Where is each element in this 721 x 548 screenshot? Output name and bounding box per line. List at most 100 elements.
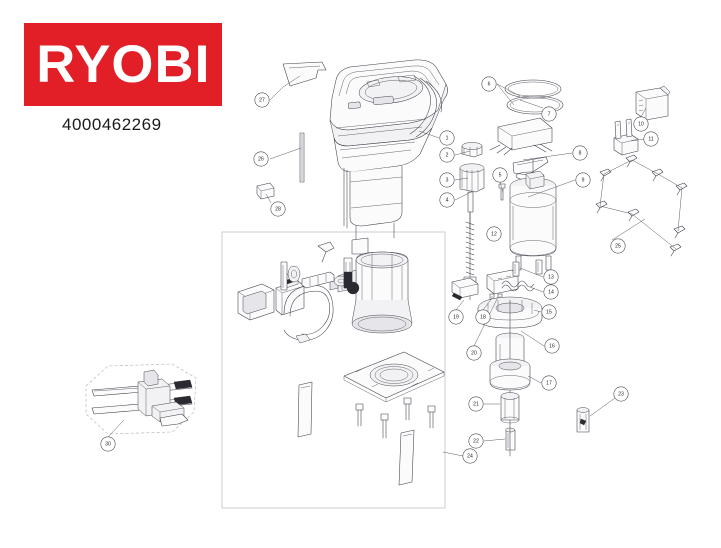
callout-9[interactable]: 9 bbox=[575, 172, 591, 188]
part-14-coil-spring bbox=[501, 280, 535, 292]
callout-bubble[interactable] bbox=[613, 386, 629, 402]
callout-8[interactable]: 8 bbox=[572, 145, 588, 161]
base-motor-cradle bbox=[329, 251, 413, 334]
callout-bubble[interactable] bbox=[475, 309, 491, 325]
callout-bubble[interactable] bbox=[468, 396, 484, 412]
callout-bubble[interactable] bbox=[541, 375, 557, 391]
callout-bubble[interactable] bbox=[492, 167, 508, 183]
part-6-7-rings bbox=[504, 79, 564, 115]
callout-19[interactable]: 19 bbox=[448, 309, 464, 325]
callout-label: 27 bbox=[259, 97, 265, 103]
callout-bubble[interactable] bbox=[643, 131, 659, 147]
callout-bubble[interactable] bbox=[439, 192, 455, 208]
callout-label: 13 bbox=[548, 274, 554, 280]
callout-20[interactable]: 20 bbox=[466, 345, 482, 361]
callout-bubble[interactable] bbox=[439, 130, 455, 146]
callout-label: 1 bbox=[446, 135, 449, 141]
callout-16[interactable]: 16 bbox=[544, 338, 560, 354]
part-17-bearing bbox=[489, 358, 531, 391]
callout-23[interactable]: 23 bbox=[613, 386, 629, 402]
callout-bubble[interactable] bbox=[610, 238, 626, 254]
callout-label: 4 bbox=[446, 197, 449, 203]
part-21-bushing bbox=[500, 392, 520, 424]
callout-label: 18 bbox=[480, 314, 486, 320]
callout-bubble[interactable] bbox=[633, 116, 649, 132]
callout-27[interactable]: 27 bbox=[254, 92, 270, 108]
callout-6[interactable]: 6 bbox=[481, 76, 497, 92]
part-23-cutter bbox=[576, 407, 590, 433]
callout-bubble[interactable] bbox=[439, 172, 455, 188]
callout-label: 20 bbox=[471, 350, 477, 356]
callout-label: 12 bbox=[491, 231, 497, 237]
callout-label: 25 bbox=[615, 243, 621, 249]
callout-label: 23 bbox=[618, 391, 624, 397]
callout-bubble[interactable] bbox=[541, 106, 557, 122]
callout-26[interactable]: 26 bbox=[253, 151, 269, 167]
callout-bubble[interactable] bbox=[270, 201, 286, 217]
callout-17[interactable]: 17 bbox=[541, 375, 557, 391]
callout-10[interactable]: 10 bbox=[633, 116, 649, 132]
callout-bubble[interactable] bbox=[448, 309, 464, 325]
callout-28[interactable]: 28 bbox=[270, 201, 286, 217]
part-11-terminal bbox=[613, 118, 639, 156]
callout-bubble[interactable] bbox=[541, 304, 557, 320]
callout-21[interactable]: 21 bbox=[468, 396, 484, 412]
callout-bubble[interactable] bbox=[575, 172, 591, 188]
callout-bubble[interactable] bbox=[543, 284, 559, 300]
callout-bubble[interactable] bbox=[486, 226, 502, 242]
callout-label: 5 bbox=[499, 172, 502, 178]
part-22-pin bbox=[505, 419, 516, 457]
part-27-cover-plate bbox=[282, 61, 327, 87]
callout-24[interactable]: 24 bbox=[462, 448, 478, 464]
callout-bubble[interactable] bbox=[254, 92, 270, 108]
callout-bubble[interactable] bbox=[481, 76, 497, 92]
callout-3[interactable]: 3 bbox=[439, 172, 455, 188]
callout-25[interactable]: 25 bbox=[610, 238, 626, 254]
part-10-connector-block bbox=[635, 85, 671, 121]
callout-label: 9 bbox=[582, 177, 585, 183]
base-assembly-box bbox=[221, 231, 446, 509]
base-front-cover bbox=[237, 283, 275, 321]
callout-label: 22 bbox=[473, 438, 479, 444]
part-7-switch-block bbox=[489, 117, 553, 156]
callout-bubble[interactable] bbox=[100, 436, 116, 452]
router-body-housing bbox=[329, 59, 448, 255]
callout-4[interactable]: 4 bbox=[439, 192, 455, 208]
callout-bubble[interactable] bbox=[468, 433, 484, 449]
callout-bubble[interactable] bbox=[544, 338, 560, 354]
callout-30[interactable]: 30 bbox=[100, 436, 116, 452]
callout-label: 26 bbox=[258, 156, 264, 162]
callout-label: 19 bbox=[453, 314, 459, 320]
callout-15[interactable]: 15 bbox=[541, 304, 557, 320]
callout-label: 3 bbox=[446, 177, 449, 183]
part-25-screw-group bbox=[595, 154, 688, 257]
callout-label: 15 bbox=[546, 309, 552, 315]
callout-12[interactable]: 12 bbox=[486, 226, 502, 242]
callout-layer: 1234567891011121314151617181920212223242… bbox=[100, 76, 659, 464]
callout-label: 21 bbox=[473, 401, 479, 407]
callout-bubble[interactable] bbox=[462, 448, 478, 464]
callout-2[interactable]: 2 bbox=[439, 147, 455, 163]
ryobi-logo: RYOBI bbox=[24, 23, 222, 106]
callout-bubble[interactable] bbox=[439, 147, 455, 163]
callout-label: 14 bbox=[548, 289, 554, 295]
callout-label: 7 bbox=[548, 111, 551, 117]
callout-bubble[interactable] bbox=[572, 145, 588, 161]
callout-22[interactable]: 22 bbox=[468, 433, 484, 449]
callout-bubble[interactable] bbox=[466, 345, 482, 361]
part-26-strip bbox=[299, 132, 305, 183]
callout-label: 11 bbox=[648, 136, 653, 142]
callout-7[interactable]: 7 bbox=[541, 106, 557, 122]
callout-14[interactable]: 14 bbox=[543, 284, 559, 300]
callout-18[interactable]: 18 bbox=[475, 309, 491, 325]
callout-bubble[interactable] bbox=[543, 269, 559, 285]
callout-bubble[interactable] bbox=[253, 151, 269, 167]
callout-11[interactable]: 11 bbox=[643, 131, 659, 147]
callout-1[interactable]: 1 bbox=[439, 130, 455, 146]
callout-label: 17 bbox=[546, 380, 552, 386]
callout-13[interactable]: 13 bbox=[543, 269, 559, 285]
callout-5[interactable]: 5 bbox=[492, 167, 508, 183]
leader-lines bbox=[107, 75, 647, 457]
base-plate-screws bbox=[355, 397, 436, 439]
